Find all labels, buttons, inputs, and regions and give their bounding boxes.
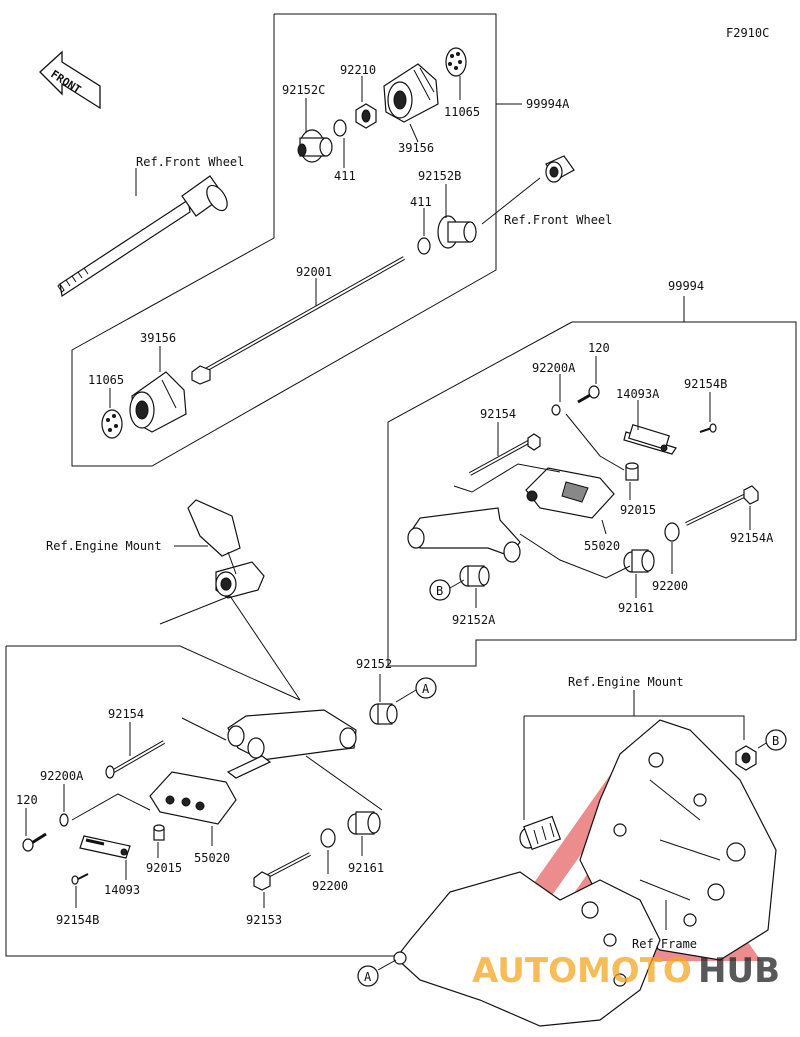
marker-b-right: B (436, 584, 443, 598)
part-39156-low: 39156 (140, 331, 176, 345)
left-damper-92161 (347, 811, 381, 835)
right-part-92200A: 92200A (532, 361, 576, 375)
washer-411-mid (417, 237, 431, 255)
left-part-92200A: 92200A (40, 769, 84, 783)
marker-b-circle-bottom (765, 729, 787, 751)
ref-front-wheel-left: Ref.Front Wheel (136, 155, 244, 169)
marker-a-circle-bottom (357, 965, 379, 987)
front-arrow-icon: FRONT (39, 50, 101, 110)
left-bracket (226, 709, 357, 779)
marker-a-bottom: A (364, 970, 372, 984)
right-bolt-92154 (469, 433, 541, 476)
right-part-92161: 92161 (618, 601, 654, 615)
left-bolt-92154 (105, 740, 165, 779)
ref-frame: Ref.Frame (632, 937, 697, 951)
engine-casting (393, 871, 661, 1027)
right-collar-92152A (459, 565, 490, 587)
right-part-92152A: 92152A (452, 613, 496, 627)
left-part-92152: 92152 (356, 657, 392, 671)
bolt-92001 (191, 256, 405, 385)
left-part-14093: 14093 (104, 883, 140, 897)
marker-a-circle-top (415, 677, 437, 699)
part-411-mid: 411 (410, 195, 432, 209)
right-bolt-92154A (685, 485, 759, 526)
watermark-text: AUTOMOTO HUB (472, 951, 780, 991)
left-part-92153: 92153 (246, 913, 282, 927)
slider-39156-low (129, 371, 187, 433)
collar-92152C (297, 129, 333, 163)
part-11065-low: 11065 (88, 373, 124, 387)
right-slider-55020 (525, 467, 615, 519)
kit-99994-label: 99994 (668, 279, 704, 293)
left-washer-92200A (59, 813, 69, 827)
left-part-55020: 55020 (194, 851, 230, 865)
part-411-top: 411 (334, 169, 356, 183)
right-bracket (407, 507, 521, 563)
right-part-92154B: 92154B (684, 377, 727, 391)
right-part-14093A: 14093A (616, 387, 660, 401)
left-collar-92152 (369, 703, 398, 725)
marker-b-circle-right (429, 579, 451, 601)
watermark-part2: HUB (698, 951, 780, 991)
ref-front-wheel-right: Ref.Front Wheel (504, 213, 612, 227)
right-plate-14093A (623, 424, 677, 455)
nut-92210 (355, 103, 377, 129)
left-screw-92154B (71, 873, 89, 885)
right-washer-92200A (551, 404, 561, 416)
part-92152B: 92152B (418, 169, 461, 183)
left-slider-55020 (149, 771, 237, 825)
cap-11065-top (445, 47, 467, 77)
left-part-92200: 92200 (312, 879, 348, 893)
engine-mount-nut (735, 745, 757, 771)
right-part-92154: 92154 (480, 407, 516, 421)
part-39156-top: 39156 (398, 141, 434, 155)
left-part-120: 120 (16, 793, 38, 807)
left-plate-14093 (79, 835, 131, 859)
collar-92152B (437, 215, 477, 249)
right-part-92154A: 92154A (730, 531, 774, 545)
part-92001: 92001 (296, 265, 332, 279)
right-bolt-120 (577, 385, 600, 404)
kit-99994A-label: 99994A (526, 97, 570, 111)
right-collar-92015 (625, 462, 639, 481)
engine-mount-stud (519, 815, 562, 851)
part-11065-top: 11065 (444, 105, 480, 119)
right-part-92015: 92015 (620, 503, 656, 517)
front-axle (57, 175, 228, 298)
left-washer-92200 (320, 828, 336, 848)
left-part-92154B: 92154B (56, 913, 99, 927)
washer-411-top (333, 119, 347, 137)
right-washer-92200 (664, 522, 680, 542)
engine-mount-left (187, 499, 265, 599)
left-bolt-92153 (253, 852, 311, 891)
right-screw-92154B (699, 423, 717, 433)
kit-99994A-outline (71, 13, 497, 467)
slider-39156-top (383, 63, 439, 123)
part-92152C: 92152C (282, 83, 325, 97)
kit-99994-outline (387, 321, 797, 667)
front-wheel-spacer (545, 155, 575, 183)
left-part-92015: 92015 (146, 861, 182, 875)
right-part-55020: 55020 (584, 539, 620, 553)
left-collar-92015 (153, 824, 165, 841)
right-part-92200: 92200 (652, 579, 688, 593)
diagram-code: F2910C (726, 26, 769, 40)
ref-engine-mount-right: Ref.Engine Mount (568, 675, 684, 689)
right-damper-92161 (623, 549, 655, 573)
left-bolt-120 (22, 832, 47, 852)
cap-11065-low (101, 409, 123, 439)
part-92210: 92210 (340, 63, 376, 77)
ref-engine-mount-left: Ref.Engine Mount (46, 539, 162, 553)
left-part-92154: 92154 (108, 707, 144, 721)
left-part-92161: 92161 (348, 861, 384, 875)
marker-b-bottom: B (772, 734, 779, 748)
right-part-120: 120 (588, 341, 610, 355)
watermark-part1: AUTOMOTO (472, 951, 692, 991)
marker-a-top: A (422, 682, 430, 696)
